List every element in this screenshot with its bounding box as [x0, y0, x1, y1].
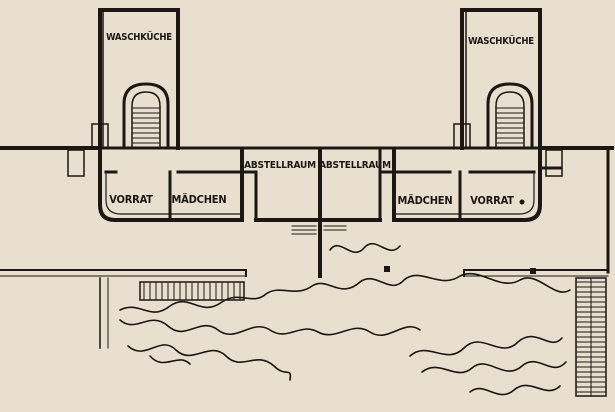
label-pantry-right: VORRAT — [470, 194, 514, 207]
label-maid-left: MÄDCHEN — [172, 192, 227, 206]
label-maid-right: MÄDCHEN — [398, 193, 453, 207]
label-pantry-left: VORRAT — [109, 193, 153, 206]
laundry-left-walls — [98, 8, 180, 150]
marker-dot-right — [530, 268, 536, 274]
garden-paths — [119, 242, 571, 396]
stair-hatching — [132, 107, 606, 393]
label-laundry-right: WASCHKÜCHE — [468, 36, 534, 47]
room-labels: WASCHKÜCHE WASCHKÜCHE VORRAT MÄDCHEN ABS… — [106, 32, 534, 207]
walls — [0, 8, 614, 397]
room-block-right — [392, 148, 542, 222]
column-dot — [519, 199, 525, 205]
laundry-right-walls — [460, 8, 542, 150]
marker-dot-left — [384, 266, 390, 272]
stair-cores — [122, 82, 534, 148]
label-storage-left: ABSTELLRAUM — [244, 160, 316, 171]
label-storage-right: ABSTELLRAUM — [319, 160, 391, 171]
room-block-left — [98, 148, 244, 222]
label-laundry-left: WASCHKÜCHE — [106, 32, 172, 43]
